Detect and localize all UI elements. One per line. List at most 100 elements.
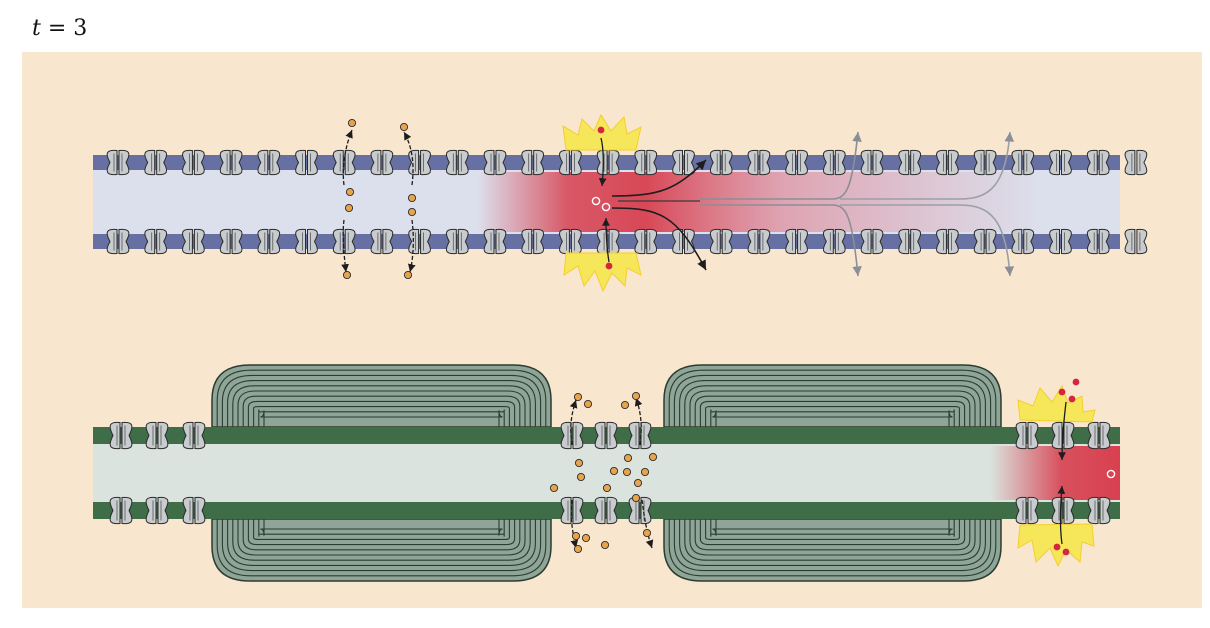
bottom-ions xyxy=(549,378,1116,556)
ion-channel-icon xyxy=(628,421,652,450)
ion-channel-icon xyxy=(936,228,959,255)
potassium-ion-icon xyxy=(633,478,643,488)
sodium-ion-icon xyxy=(1062,548,1070,556)
ion-channel-icon xyxy=(445,228,469,255)
ion-channel-icon xyxy=(257,228,281,255)
ion-channel-icon xyxy=(1086,149,1110,176)
potassium-ion-icon xyxy=(407,193,417,203)
potassium-ion-icon xyxy=(574,458,584,468)
time-variable: t xyxy=(32,16,41,41)
ion-channel-icon xyxy=(634,149,658,176)
ion-channel-icon xyxy=(936,149,959,176)
ion-channel-icon xyxy=(219,149,243,176)
node-ion-arrows xyxy=(569,397,1067,549)
ion-channel-icon xyxy=(445,149,469,176)
potassium-ion-icon xyxy=(549,483,559,493)
potassium-ion-icon xyxy=(622,467,632,477)
ion-channel-icon xyxy=(860,149,884,176)
ion-channel-icon xyxy=(219,228,243,255)
ion-channel-icon xyxy=(1051,496,1075,525)
potassium-ion-icon xyxy=(620,400,630,410)
ion-channel-icon xyxy=(182,496,206,525)
ion-channel-icon xyxy=(594,496,618,525)
potassium-ion-icon xyxy=(576,472,586,482)
potassium-ion-icon xyxy=(407,207,417,217)
ion-channel-icon xyxy=(144,228,168,255)
ion-channel-icon xyxy=(559,228,582,255)
potassium-ion-icon xyxy=(609,466,619,476)
ion-channel-icon xyxy=(785,228,808,255)
sodium-ion-inside-icon xyxy=(601,202,611,212)
potassium-efflux-arrows xyxy=(341,129,610,273)
potassium-ion-icon xyxy=(631,493,641,503)
ion-channel-icon xyxy=(1087,496,1111,525)
ion-channel-icon xyxy=(785,149,808,176)
unmyelinated-channels xyxy=(106,149,1148,255)
potassium-ion-icon xyxy=(640,467,650,477)
myelinated-axoplasm xyxy=(93,444,1120,502)
potassium-ion-icon xyxy=(602,483,612,493)
ion-channel-icon xyxy=(1124,228,1148,255)
ion-channel-icon xyxy=(483,149,507,176)
top-ions xyxy=(342,118,613,280)
potassium-ion-icon xyxy=(600,540,610,550)
ion-channel-icon xyxy=(1051,421,1075,450)
sodium-ion-icon xyxy=(1058,388,1066,396)
ion-channel-icon xyxy=(106,149,130,176)
myelin-sheath-left xyxy=(211,364,552,582)
ion-channel-icon xyxy=(1015,496,1039,525)
ion-channel-icon xyxy=(145,421,169,450)
ion-channel-icon xyxy=(898,149,922,176)
potassium-ion-icon xyxy=(399,122,409,132)
ion-channel-icon xyxy=(1124,149,1148,176)
ion-channel-icon xyxy=(1049,149,1072,176)
potassium-ion-icon xyxy=(344,203,354,213)
potassium-ion-icon xyxy=(342,270,352,280)
local-current-lines xyxy=(611,131,1015,277)
potassium-ion-icon xyxy=(623,453,633,463)
sodium-ion-icon xyxy=(597,126,605,134)
ion-channel-icon xyxy=(109,421,133,450)
ion-channel-icon xyxy=(521,228,545,255)
sodium-ion-inside-icon xyxy=(591,196,601,206)
potassium-ion-icon xyxy=(642,528,652,538)
sodium-ion-icon xyxy=(1072,378,1080,386)
time-label: t = 3 xyxy=(32,16,87,41)
ion-channel-icon xyxy=(559,149,582,176)
ion-channel-icon xyxy=(1086,228,1110,255)
potassium-ion-icon xyxy=(573,544,583,554)
sodium-ion-icon xyxy=(1053,543,1061,551)
ion-channel-icon xyxy=(709,228,733,255)
ion-channel-icon xyxy=(182,149,205,176)
ion-channel-icon xyxy=(182,228,205,255)
ion-channel-icon xyxy=(973,228,997,255)
ion-channel-icon xyxy=(332,228,356,255)
ion-channel-icon xyxy=(109,496,133,525)
potassium-ion-icon xyxy=(403,270,413,280)
potassium-ion-icon xyxy=(345,187,355,197)
ion-channel-icon xyxy=(145,496,169,525)
ion-channel-icon xyxy=(560,421,584,450)
potassium-ion-icon xyxy=(648,452,658,462)
ion-channel-icon xyxy=(634,228,658,255)
ion-channel-icon xyxy=(594,421,618,450)
potassium-ion-icon xyxy=(631,391,641,401)
ion-channel-icon xyxy=(1049,228,1072,255)
ion-channel-icon xyxy=(822,149,846,176)
ion-channel-icon xyxy=(295,149,318,176)
potassium-ion-icon xyxy=(581,533,591,543)
sodium-ion-icon xyxy=(1068,395,1076,403)
ion-channel-icon xyxy=(628,496,652,525)
ion-channel-icon xyxy=(672,149,695,176)
myelin-sheath-right xyxy=(663,364,1002,582)
ion-channel-icon xyxy=(1011,149,1035,176)
ion-channel-icon xyxy=(370,149,394,176)
sodium-ion-icon xyxy=(605,262,613,270)
ion-channel-icon xyxy=(822,228,846,255)
ion-channel-icon xyxy=(106,228,130,255)
potassium-ion-icon xyxy=(571,531,581,541)
ion-channel-icon xyxy=(709,149,733,176)
ion-channel-icon xyxy=(898,228,922,255)
unmyelinated-axon xyxy=(93,149,1148,255)
